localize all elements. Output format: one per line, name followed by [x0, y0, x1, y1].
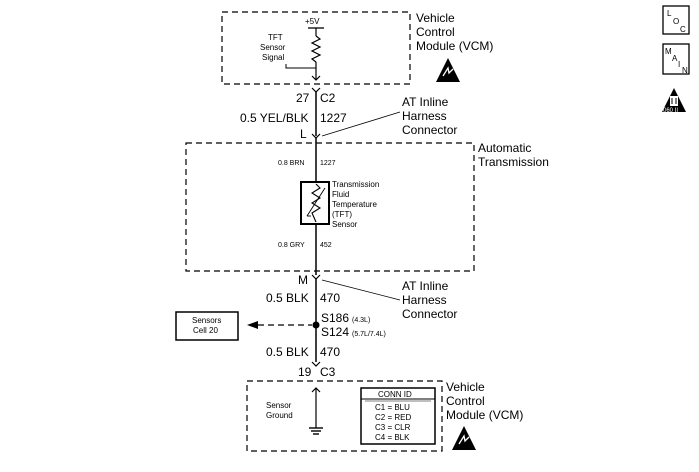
conn-id-row-3: C3 = CLR	[375, 423, 411, 432]
vcm-top-title-1: Vehicle	[416, 11, 455, 25]
svg-text:L: L	[667, 9, 672, 18]
esd-warning-icon	[436, 58, 460, 82]
c3-pin-number: 19	[298, 365, 312, 379]
tft-thermistor	[310, 183, 322, 223]
inline-bottom-leader	[321, 279, 401, 301]
svg-text:I: I	[678, 60, 680, 69]
splice-s1: S186	[321, 311, 349, 325]
branch-arrow-icon	[247, 321, 258, 329]
wire-bottom-gauge: 0.5 BLK	[266, 345, 309, 359]
conn-id-row-1: C1 = BLU	[375, 403, 410, 412]
trans-wire-out-gauge: 0.8 GRY	[278, 242, 305, 249]
c3-connector-mark	[311, 361, 321, 367]
c2-connector-id: C2	[320, 91, 336, 105]
conn-id-header: CONN ID	[378, 390, 412, 399]
tft-sensor-label-5: Sensor	[332, 220, 358, 229]
inline-top-label-2: Harness	[402, 109, 447, 123]
sensors-cell-box[interactable]	[175, 311, 239, 341]
inline-top-label-1: AT Inline	[402, 95, 449, 109]
esd-info-icon[interactable]: 060 II	[662, 88, 686, 114]
ground-icon	[309, 427, 323, 435]
inline-top-terminal: L	[300, 127, 307, 141]
vcm-bottom-title-3: Module (VCM)	[446, 408, 523, 422]
c2-pin-number: 27	[296, 91, 310, 105]
pullup-resistor	[310, 35, 322, 63]
wire-bottom-circuit: 470	[320, 345, 340, 359]
tft-sensor-label-3: Temperature	[332, 200, 377, 209]
inline-top-label-3: Connector	[402, 123, 457, 137]
inline-bottom-terminal: M	[298, 273, 308, 287]
main-icon[interactable]: M A I N	[662, 43, 690, 75]
vcm-top-box	[221, 11, 411, 85]
splice-s2: S124	[321, 325, 349, 339]
sensor-ground-label-1: Sensor	[266, 401, 292, 410]
vcm-top-title-3: Module (VCM)	[416, 39, 493, 53]
tft-signal-label-3: Signal	[262, 53, 284, 62]
conn-id-row-4: C4 = BLK	[375, 433, 410, 442]
conn-id-row-2: C2 = RED	[375, 413, 411, 422]
inline-bottom-label-1: AT Inline	[402, 279, 449, 293]
c2-connector-mark	[311, 87, 321, 93]
inline-bottom-label-2: Harness	[402, 293, 447, 307]
trans-wire-out-circuit: 452	[320, 242, 332, 249]
tft-signal-label-1: TFT	[268, 33, 283, 42]
svg-text:060 II: 060 II	[663, 108, 678, 114]
splice-s2-note: (5.7L/7.4L)	[352, 331, 386, 338]
tft-sensor-label-2: Fluid	[332, 190, 349, 199]
sensor-ground-label-2: Ground	[266, 411, 293, 420]
svg-text:O: O	[673, 17, 679, 26]
c3-connector-id: C3	[320, 365, 336, 379]
sensors-cell-label-1: Sensors	[192, 316, 221, 325]
supply-label: +5V	[305, 17, 320, 26]
trans-wire-in-gauge: 0.8 BRN	[278, 160, 304, 167]
vcm-bottom-box	[246, 380, 443, 452]
svg-text:C: C	[680, 25, 686, 34]
vcm-bottom-title-2: Control	[446, 394, 485, 408]
wire-mid-gauge: 0.5 BLK	[266, 291, 309, 305]
tft-sensor-label-1: Transmission	[332, 180, 379, 189]
vcm-bottom-title-1: Vehicle	[446, 380, 485, 394]
svg-text:M: M	[665, 47, 672, 56]
splice-s1-note: (4.3L)	[352, 317, 370, 324]
loc-icon[interactable]: L O C	[662, 5, 690, 35]
vcm-top-title-2: Control	[416, 25, 455, 39]
tft-sensor-body	[300, 181, 330, 225]
trans-wire-in-circuit: 1227	[320, 160, 336, 167]
wire-top-circuit: 1227	[320, 111, 347, 125]
esd-warning-icon	[452, 426, 476, 450]
tft-sensor-label-4: (TFT)	[332, 210, 352, 219]
wire-top-gauge: 0.5 YEL/BLK	[240, 111, 309, 125]
conn-id-table	[360, 387, 436, 445]
trans-title-1: Automatic	[478, 141, 531, 155]
splice-point	[312, 321, 320, 329]
trans-title-2: Transmission	[478, 155, 549, 169]
wire-mid-circuit: 470	[320, 291, 340, 305]
svg-text:N: N	[682, 66, 688, 75]
inline-bottom-mark	[311, 274, 321, 280]
transmission-box	[185, 142, 475, 272]
inline-bottom-label-3: Connector	[402, 307, 457, 321]
inline-top-leader	[321, 111, 401, 137]
tft-signal-label-2: Sensor	[260, 43, 286, 52]
svg-text:A: A	[672, 54, 678, 63]
sensors-cell-label-2: Cell 20	[193, 326, 218, 335]
